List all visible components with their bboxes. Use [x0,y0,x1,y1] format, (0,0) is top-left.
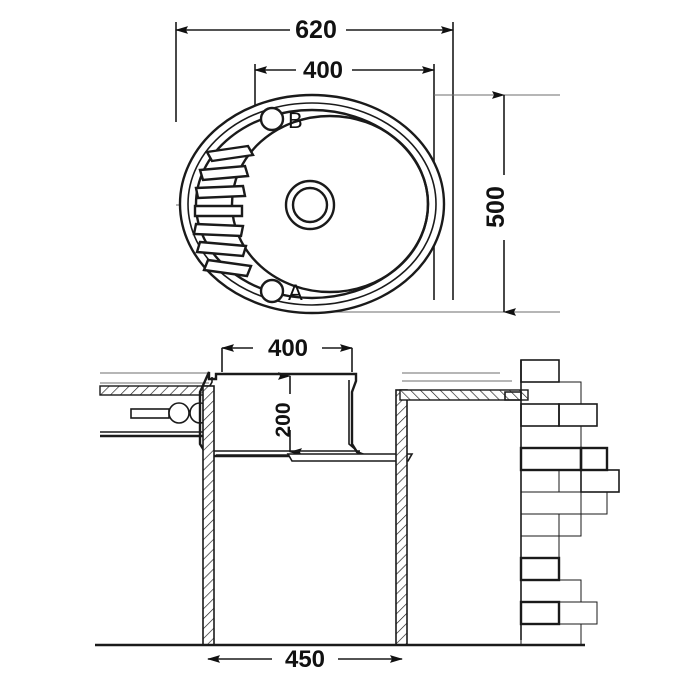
tap-hole-b: B [259,106,303,133]
dim-450-label: 450 [285,646,325,673]
dim-200-label: 200 [272,402,295,437]
dim-620-label: 620 [295,16,337,44]
dimension-bowl-opening: 400 [221,335,353,372]
dimension-overall-width: 620 [175,16,454,44]
dimension-bowl-width-plan: 400 [254,57,435,84]
basin-drain-outlet [286,453,414,462]
dimension-bowl-depth: 200 [272,372,302,456]
plan-view: 620 400 500 [175,16,560,316]
wall-countertop-junction [504,391,522,401]
brick-wall [519,359,620,646]
drainboard-grooves [192,144,255,278]
countertop-reference-lines [100,372,512,384]
dim-500-label: 500 [482,186,510,228]
cabinet-panel-left [202,385,215,646]
dimension-cabinet-width: 450 [207,646,403,673]
dim-400-plan-label: 400 [303,57,343,84]
tap-hole-a: A [259,278,303,305]
section-view: 400 200 [95,335,620,673]
dimension-overall-depth: 500 [482,91,516,316]
tap-hole-a-label: A [288,280,303,305]
sink-bowl [230,114,430,294]
dim-400-section-label: 400 [268,335,308,362]
center-drain [284,179,336,231]
tap-hole-b-label: B [288,108,303,133]
cabinet-panel-right [395,389,408,646]
countertop-right [399,389,529,401]
